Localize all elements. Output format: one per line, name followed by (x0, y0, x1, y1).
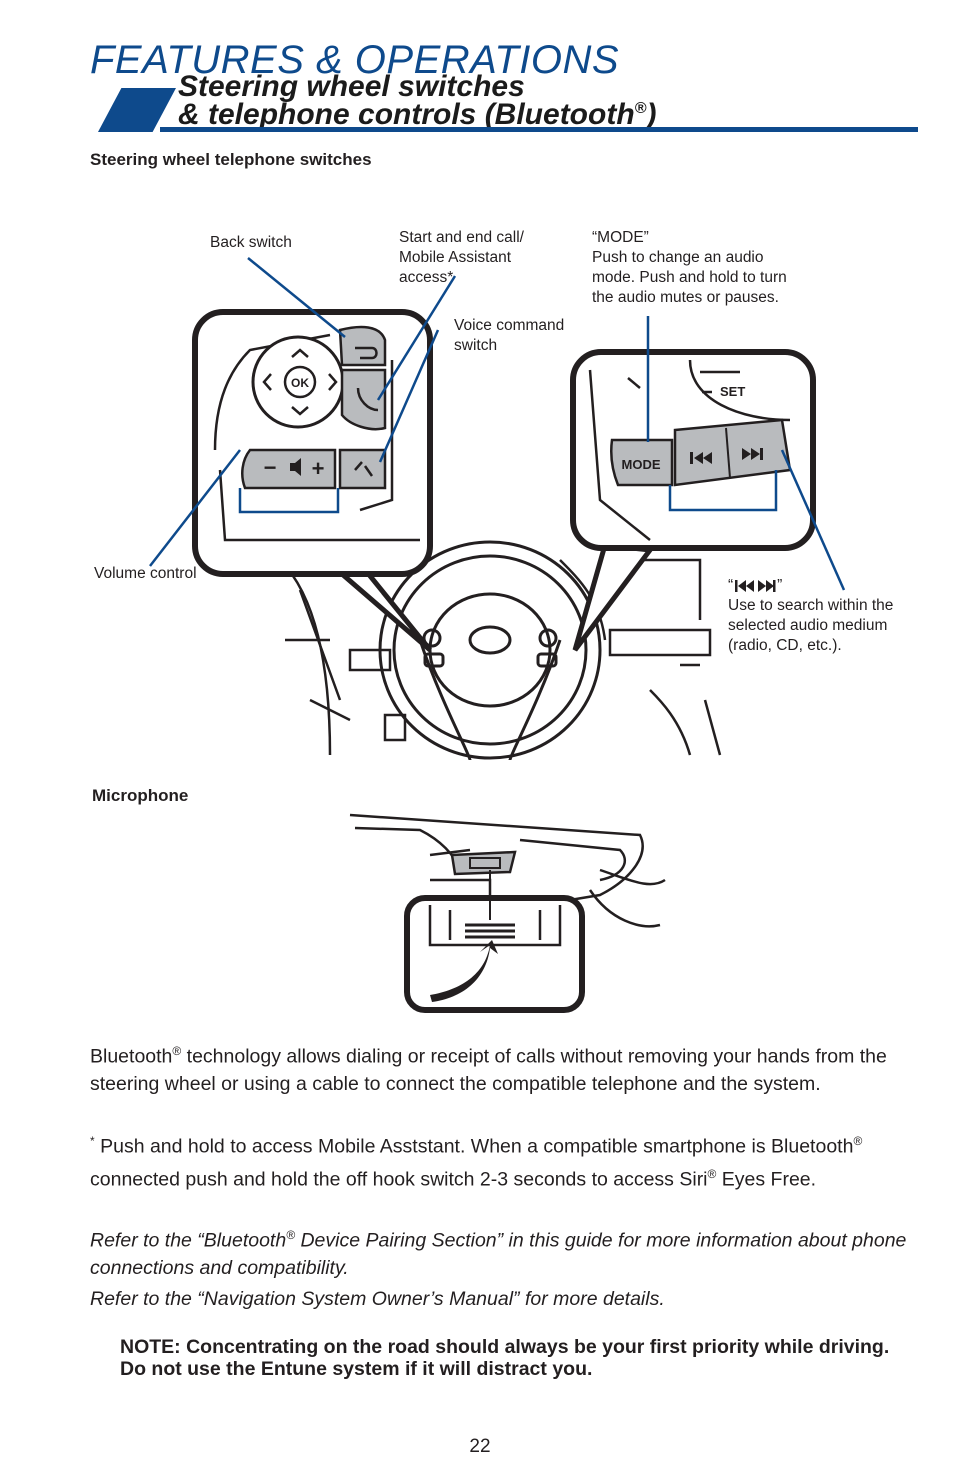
mode-callout: “MODE” Push to change an audio mode. Pus… (592, 229, 787, 306)
leader-lines (149, 257, 846, 591)
pairing-reference: Refer to the “Bluetooth® Device Pairing … (90, 1228, 907, 1279)
volume-control-callout: Volume control (94, 565, 197, 582)
seek-back-icon (690, 452, 712, 464)
microphone-heading: Microphone (92, 786, 189, 805)
assistant-footnote: * Push and hold to access Mobile Asststa… (90, 1134, 863, 1190)
voice-command-callout: Voice command switch (454, 317, 565, 354)
back-switch-callout: Back switch (210, 234, 292, 251)
page-title-line-2: & telephone controls (Bluetooth®) (178, 98, 657, 131)
steering-heading: Steering wheel telephone switches (90, 150, 372, 169)
microphone-illustration (349, 813, 666, 1013)
safety-note: NOTE: Concentrating on the road should a… (120, 1336, 890, 1380)
bluetooth-paragraph: Bluetooth® technology allows dialing or … (90, 1044, 887, 1095)
volume-minus-label: − (264, 455, 277, 480)
header-rule (160, 127, 918, 132)
page-number: 22 (469, 1436, 491, 1457)
seek-callout: “” Use to search within the selected aud… (728, 577, 894, 654)
section-header: FEATURES & OPERATIONS (90, 38, 620, 82)
seek-buttons-icon (735, 579, 776, 592)
set-label: SET (720, 384, 745, 399)
ok-button-label: OK (291, 376, 309, 390)
page-title-line-1: Steering wheel switches (178, 70, 525, 103)
mode-button-label: MODE (622, 457, 661, 472)
manual-reference: Refer to the “Navigation System Owner’s … (90, 1288, 665, 1310)
volume-plus-label: + (312, 456, 325, 481)
speaker-icon (290, 458, 301, 476)
call-switch-callout: Start and end call/ Mobile Assistant acc… (399, 229, 524, 286)
seek-forward-icon (742, 448, 763, 460)
